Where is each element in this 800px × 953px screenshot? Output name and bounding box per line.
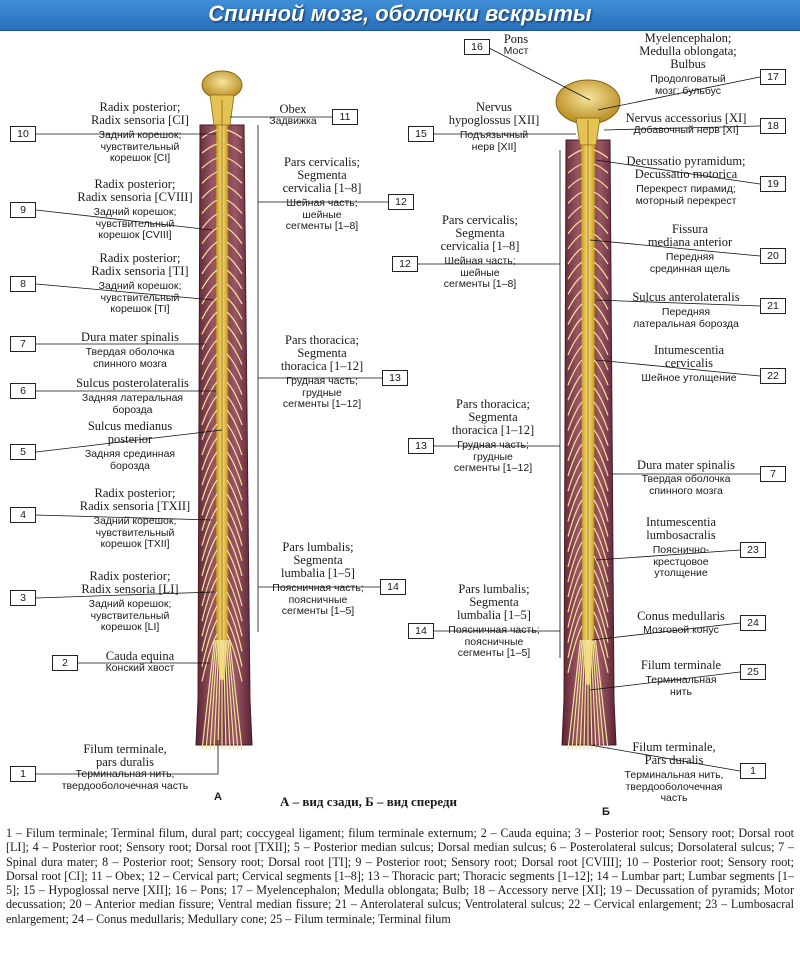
label-8: Radix posterior;Radix sensoria [TI] Задн…: [91, 251, 189, 315]
label-18: Nervus accessorius [XI] Добавочный нерв …: [625, 111, 747, 136]
label-11: Obex Задвижка: [269, 102, 317, 127]
view-b-letter: Б: [602, 806, 610, 818]
num-1-a: 1: [10, 766, 36, 782]
num-17: 17: [760, 69, 786, 85]
view-a-letter: А: [214, 791, 222, 803]
figure-legend: 1 – Filum terminale; Terminal filum, dur…: [6, 826, 794, 926]
label-19: Decussatio pyramidum;Decussatio motorica…: [626, 154, 746, 207]
num-14-b: 14: [408, 623, 434, 639]
num-21: 21: [760, 298, 786, 314]
num-9: 9: [10, 202, 36, 218]
num-19: 19: [760, 176, 786, 192]
label-3: Radix posterior;Radix sensoria [LI] Задн…: [81, 569, 179, 633]
label-10: Radix posterior;Radix sensoria [CI] Задн…: [91, 100, 189, 164]
label-24: Conus medullaris Мозговой конус: [637, 609, 725, 636]
page-title: Спинной мозг, оболочки вскрыты: [208, 1, 592, 26]
num-25: 25: [740, 664, 766, 680]
anterior-view-figure: [555, 79, 621, 751]
num-4: 4: [10, 507, 36, 523]
num-18: 18: [760, 118, 786, 134]
label-16: Pons Мост: [503, 32, 529, 57]
num-12-a: 12: [388, 194, 414, 210]
posterior-view-figure: [195, 70, 253, 751]
num-10: 10: [10, 126, 36, 142]
num-16: 16: [464, 39, 490, 55]
num-11: 11: [332, 109, 358, 125]
figure-caption: А – вид сзади, Б – вид спереди: [280, 794, 457, 809]
spinal-cord-figure: [35, 46, 761, 775]
label-2: Cauda equina Конский хвост: [105, 649, 175, 674]
num-6: 6: [10, 383, 36, 399]
num-1-b: 1: [740, 763, 766, 779]
num-22: 22: [760, 368, 786, 384]
num-3: 3: [10, 590, 36, 606]
num-12-b: 12: [392, 256, 418, 272]
num-7-b: 7: [760, 466, 786, 482]
title-banner: Спинной мозг, оболочки вскрыты: [0, 0, 800, 30]
label-17: Myelencephalon;Medulla oblongata;Bulbus …: [639, 31, 737, 97]
num-13-a: 13: [382, 370, 408, 386]
label-1-a: Filum terminale,pars duralis Терминальна…: [61, 742, 189, 792]
num-24: 24: [740, 615, 766, 631]
label-9: Radix posterior;Radix sensoria [CVIII] З…: [77, 177, 193, 241]
num-8: 8: [10, 276, 36, 292]
num-20: 20: [760, 248, 786, 264]
label-4: Radix posterior;Radix sensoria [TXII] За…: [79, 486, 191, 550]
label-6: Sulcus posterolateralis Задняя латеральн…: [76, 376, 189, 416]
num-2: 2: [52, 655, 78, 671]
num-15: 15: [408, 126, 434, 142]
num-5: 5: [10, 444, 36, 460]
num-23: 23: [740, 542, 766, 558]
num-14-a: 14: [380, 579, 406, 595]
num-13-b: 13: [408, 438, 434, 454]
label-1-b: Filum terminale,Pars duralis Терминальна…: [624, 740, 724, 804]
num-7: 7: [10, 336, 36, 352]
